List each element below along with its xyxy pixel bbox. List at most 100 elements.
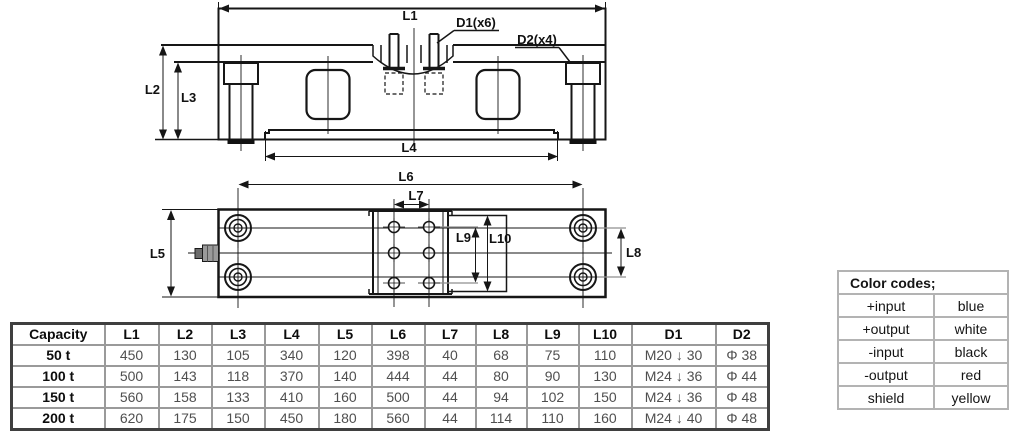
base-plate xyxy=(264,129,559,140)
end-bolt-left xyxy=(223,54,259,152)
dimension-table: Capacity L1 L2 L3 L4 L5 L6 L7 L8 L9 L10 … xyxy=(10,322,770,431)
table-header-row: Capacity L1 L2 L3 L4 L5 L6 L7 L8 L9 L10 … xyxy=(10,322,770,346)
color-code-row: +input blue xyxy=(837,293,1009,318)
table-row: 200 t 620 175 150 450 180 560 44 114 110… xyxy=(10,407,770,431)
table-header-cell: L4 xyxy=(263,322,320,346)
plate-hole xyxy=(382,243,406,263)
label-l1: L1 xyxy=(402,8,417,23)
table-header-cell: L9 xyxy=(525,322,580,346)
color-codes-table: Color codes; +input blue +output white -… xyxy=(837,270,1009,410)
color-codes-title: Color codes; xyxy=(837,270,1009,295)
table-header-cell: L1 xyxy=(103,322,160,346)
table-cell: 44 xyxy=(423,407,477,431)
table-cell: 102 xyxy=(525,386,580,409)
label-l3: L3 xyxy=(181,90,196,105)
table-cell: 160 xyxy=(577,407,633,431)
color-code-row: -output red xyxy=(837,362,1009,387)
label-l10: L10 xyxy=(489,231,511,246)
table-cell: 75 xyxy=(525,344,580,367)
table-cell: 44 xyxy=(423,365,477,388)
table-cell: 450 xyxy=(263,407,320,431)
bolt-hole-top-left xyxy=(217,207,259,249)
table-header-cell: L3 xyxy=(210,322,266,346)
table-cell: 410 xyxy=(263,386,320,409)
plate-hole xyxy=(417,243,441,263)
table-header-cell: D1 xyxy=(630,322,717,346)
table-cell: 500 xyxy=(103,365,160,388)
color-cell: yellow xyxy=(933,385,1009,410)
center-bolt-left xyxy=(379,32,409,96)
table-cell: 500 xyxy=(370,386,426,409)
table-cell: 150 xyxy=(577,386,633,409)
table-cell: 560 xyxy=(103,386,160,409)
table-cell: Φ 48 xyxy=(714,407,770,431)
table-cell: 44 xyxy=(423,386,477,409)
table-header-cell: L5 xyxy=(317,322,373,346)
table-cell: 370 xyxy=(263,365,320,388)
label-l4: L4 xyxy=(401,140,417,155)
label-l2: L2 xyxy=(145,82,160,97)
side-view: L1 L2 L3 L4 D1(x6) D2(x4) xyxy=(145,2,607,161)
table-cell: M24 ↓ 40 xyxy=(630,407,717,431)
slot-left xyxy=(305,54,351,136)
table-cell: 158 xyxy=(157,386,213,409)
table-cell: 130 xyxy=(157,344,213,367)
signal-cell: -output xyxy=(837,362,935,387)
table-row: 50 t 450 130 105 340 120 398 40 68 75 11… xyxy=(10,344,770,367)
table-cell: 114 xyxy=(474,407,528,431)
label-l6: L6 xyxy=(398,169,413,184)
plate-hole xyxy=(417,217,441,237)
table-cell: 160 xyxy=(317,386,373,409)
table-cell: 40 xyxy=(423,344,477,367)
label-l8: L8 xyxy=(626,245,641,260)
end-bolt-right xyxy=(565,54,601,152)
offset-plate xyxy=(448,214,508,293)
table-cell: 94 xyxy=(474,386,528,409)
table-cell: 620 xyxy=(103,407,160,431)
table-cell: 150 xyxy=(210,407,266,431)
table-header-cell: Capacity xyxy=(10,322,106,346)
table-cell: 450 xyxy=(103,344,160,367)
label-l7: L7 xyxy=(408,188,423,203)
color-cell: black xyxy=(933,339,1009,364)
signal-cell: +output xyxy=(837,316,935,341)
table-cell: Φ 48 xyxy=(714,386,770,409)
label-d2: D2(x4) xyxy=(517,32,557,47)
table-cell: 105 xyxy=(210,344,266,367)
slot-right xyxy=(475,54,521,136)
color-code-row: -input black xyxy=(837,339,1009,364)
table-cell: Φ 44 xyxy=(714,365,770,388)
table-row: 150 t 560 158 133 410 160 500 44 94 102 … xyxy=(10,386,770,409)
table-cell: 110 xyxy=(525,407,580,431)
table-cell: 68 xyxy=(474,344,528,367)
label-l9: L9 xyxy=(456,230,471,245)
plate-hole xyxy=(382,217,406,237)
table-header-cell: L6 xyxy=(370,322,426,346)
table-cell: 140 xyxy=(317,365,373,388)
table-cell: 110 xyxy=(577,344,633,367)
color-cell: blue xyxy=(933,293,1009,318)
label-l5: L5 xyxy=(150,246,165,261)
table-header-cell: L8 xyxy=(474,322,528,346)
table-cell: M24 ↓ 36 xyxy=(630,365,717,388)
table-header-cell: L2 xyxy=(157,322,213,346)
table-cell: 444 xyxy=(370,365,426,388)
cable-connector xyxy=(194,244,219,262)
table-cell: 90 xyxy=(525,365,580,388)
center-pocket xyxy=(372,45,454,75)
technical-drawing: L1 L2 L3 L4 D1(x6) D2(x4) xyxy=(145,2,641,308)
signal-cell: shield xyxy=(837,385,935,410)
table-cell: 200 t xyxy=(10,407,106,431)
label-d1: D1(x6) xyxy=(456,15,496,30)
center-plate xyxy=(368,210,508,295)
color-cell: white xyxy=(933,316,1009,341)
table-cell: 120 xyxy=(317,344,373,367)
table-cell: 50 t xyxy=(10,344,106,367)
table-cell: 118 xyxy=(210,365,266,388)
signal-cell: -input xyxy=(837,339,935,364)
table-header-cell: D2 xyxy=(714,322,770,346)
bolt-hole-bottom-left xyxy=(217,256,259,298)
signal-cell: +input xyxy=(837,293,935,318)
table-cell: 143 xyxy=(157,365,213,388)
